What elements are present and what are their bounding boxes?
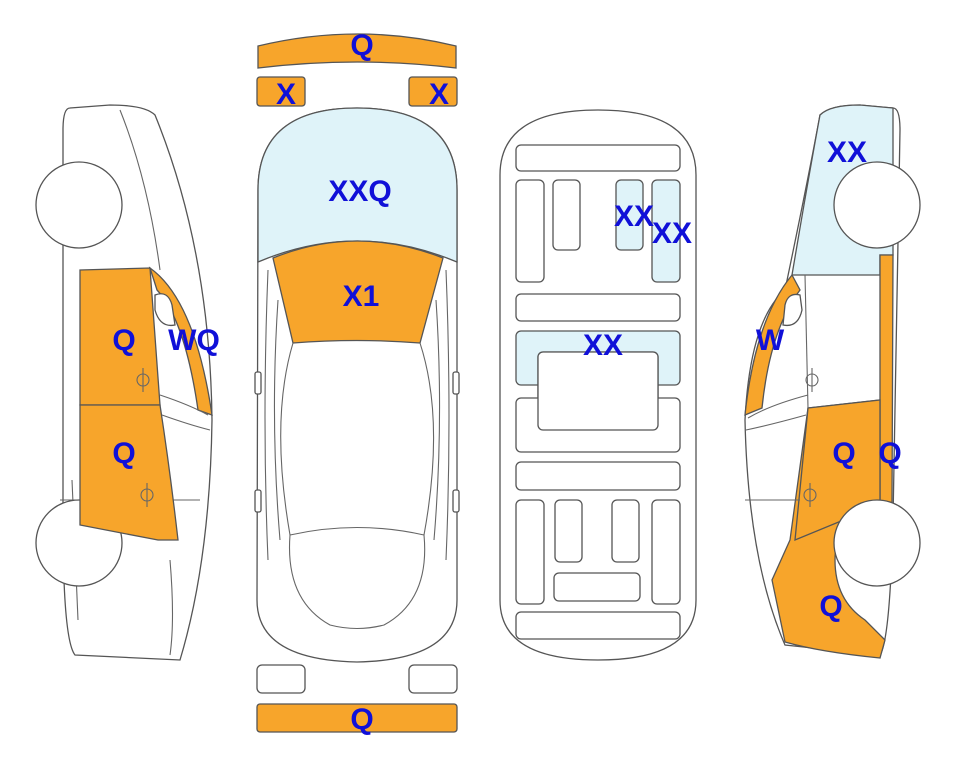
left-sill-line-2 bbox=[169, 559, 174, 656]
right-mirror bbox=[782, 293, 803, 327]
windshield-label: XXQ bbox=[328, 175, 391, 208]
front-bumper-label: Q bbox=[350, 29, 373, 62]
top-rear-window bbox=[288, 534, 426, 630]
top-right-handle bbox=[452, 489, 460, 513]
interior-rear-left bbox=[515, 499, 545, 605]
left-headlight-label: X bbox=[276, 78, 296, 111]
left-front-wheel bbox=[35, 161, 123, 249]
top-left-contour-2 bbox=[273, 299, 281, 541]
right-rear-door-label: Q bbox=[832, 437, 855, 470]
right-window-line bbox=[747, 394, 809, 419]
rear-bumper-label: Q bbox=[350, 703, 373, 736]
left-side-view: Q WQ Q bbox=[35, 104, 220, 661]
interior-block-a bbox=[552, 179, 581, 251]
right-front-area-label: W bbox=[756, 324, 785, 357]
top-right-contour bbox=[445, 269, 450, 561]
left-mirror-label: WQ bbox=[168, 324, 220, 357]
right-quarter-label: Q bbox=[819, 590, 842, 623]
left-window-line bbox=[159, 394, 209, 416]
left-headlight bbox=[256, 76, 306, 107]
right-rear-wheel bbox=[833, 499, 921, 587]
hood bbox=[272, 240, 444, 344]
interior-left-pillar bbox=[515, 179, 545, 283]
interior-bar-3 bbox=[515, 461, 681, 491]
right-headlight-label: X bbox=[429, 78, 449, 111]
top-right-contour-2 bbox=[433, 299, 441, 541]
left-mirror bbox=[154, 293, 176, 327]
left-taillight bbox=[256, 664, 306, 694]
left-window-line-2 bbox=[161, 414, 211, 431]
right-taillight bbox=[408, 664, 458, 694]
top-left-contour bbox=[264, 269, 269, 561]
left-roof-line bbox=[119, 109, 161, 271]
top-left-mirror bbox=[254, 371, 262, 395]
left-rear-door bbox=[79, 404, 179, 541]
right-side-view: XX W Q Q Q bbox=[744, 104, 921, 659]
top-left-handle bbox=[254, 489, 262, 513]
interior-rear-block-a bbox=[554, 499, 583, 563]
top-right-mirror bbox=[452, 371, 460, 395]
left-rear-door-label: Q bbox=[112, 437, 135, 470]
rear-bumper bbox=[256, 703, 458, 733]
interior-rear-right bbox=[651, 499, 681, 605]
interior-center-box-top bbox=[537, 351, 659, 431]
seat-b bbox=[651, 179, 681, 283]
right-pillar-line bbox=[804, 274, 809, 409]
interior-rear-block-b bbox=[611, 499, 640, 563]
interior-view: XX XX XX bbox=[499, 109, 697, 661]
top-view: Q X X XXQ X1 Q bbox=[254, 29, 460, 736]
interior-top-bar bbox=[515, 144, 681, 172]
interior-rear-bar bbox=[553, 572, 641, 602]
right-window-line-2 bbox=[745, 414, 807, 431]
interior-mid-bar bbox=[515, 293, 681, 322]
seat-b-label: XX bbox=[652, 217, 692, 250]
right-headlight bbox=[408, 76, 458, 107]
right-front-wheel bbox=[833, 161, 921, 249]
front-bumper bbox=[257, 33, 457, 69]
right-rear-glass-label: XX bbox=[827, 136, 867, 169]
seat-a-label: XX bbox=[614, 200, 654, 233]
seat-a bbox=[615, 179, 644, 251]
interior-panel-label: XX bbox=[583, 329, 623, 362]
left-front-door-label: Q bbox=[112, 324, 135, 357]
hood-label: X1 bbox=[343, 280, 380, 313]
top-cabin-outline bbox=[280, 342, 435, 536]
interior-bottom-bar bbox=[515, 611, 681, 640]
right-pillar-label: Q bbox=[878, 437, 901, 470]
